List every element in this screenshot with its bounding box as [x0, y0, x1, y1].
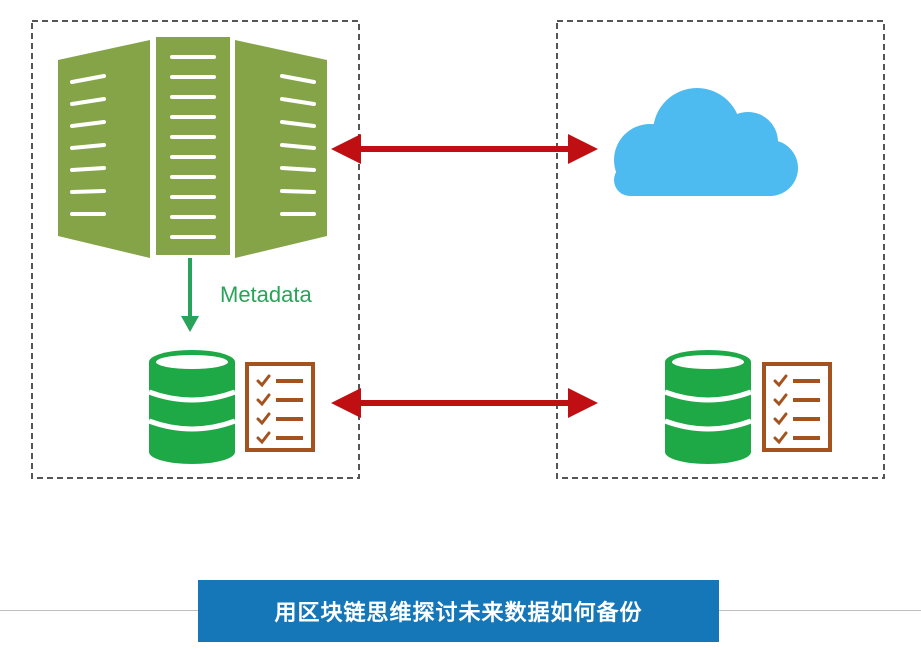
metadata-arrow: [181, 258, 199, 332]
cloud-icon: [614, 88, 798, 196]
section-title-banner: 用区块链思维探讨未来数据如何备份: [198, 580, 719, 642]
server-rack-icon: [58, 37, 327, 258]
remote-zone-box: [556, 20, 885, 479]
backup-diagram: Metadata: [31, 20, 885, 479]
checklist-icon: [245, 362, 315, 452]
banner-divider-left: [0, 610, 198, 611]
local-zone-box: [31, 20, 360, 479]
section-title: 用区块链思维探讨未来数据如何备份: [274, 601, 643, 626]
database-icon: [664, 350, 752, 464]
metadata-label: Metadata: [220, 282, 312, 307]
database-icon: [148, 350, 236, 464]
banner-divider-right: [719, 610, 921, 611]
checklist-icon: [762, 362, 832, 452]
